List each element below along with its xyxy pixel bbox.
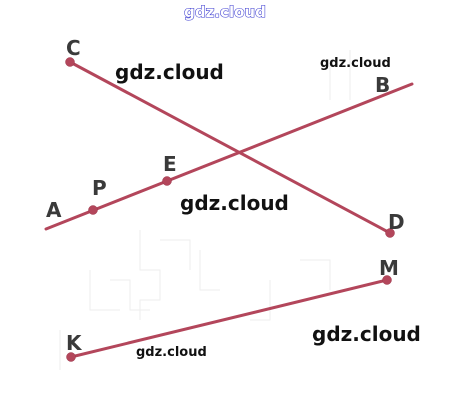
segment-ab — [44, 82, 414, 231]
segment-km — [69, 278, 389, 359]
watermark-top: gdz.cloud — [184, 3, 266, 21]
point-p — [88, 205, 98, 215]
watermark-middle: gdz.cloud — [180, 191, 289, 215]
label-m: M — [379, 256, 399, 280]
point-e — [162, 176, 172, 186]
watermark-lower-left: gdz.cloud — [136, 345, 207, 360]
watermark-upper-right: gdz.cloud — [320, 56, 391, 71]
point-k — [66, 352, 76, 362]
watermark-lower-right: gdz.cloud — [312, 322, 421, 346]
label-k: K — [66, 331, 83, 355]
label-a: A — [46, 198, 62, 222]
label-e: E — [163, 152, 177, 176]
label-b: B — [375, 73, 390, 97]
point-m — [382, 275, 392, 285]
watermark-upper-left: gdz.cloud — [115, 60, 224, 84]
label-p: P — [92, 176, 107, 200]
point-c — [65, 57, 75, 67]
label-c: C — [66, 36, 81, 60]
label-d: D — [388, 210, 405, 234]
point-d — [385, 228, 395, 238]
segment-cd — [68, 60, 392, 235]
background-grid — [59, 50, 351, 370]
